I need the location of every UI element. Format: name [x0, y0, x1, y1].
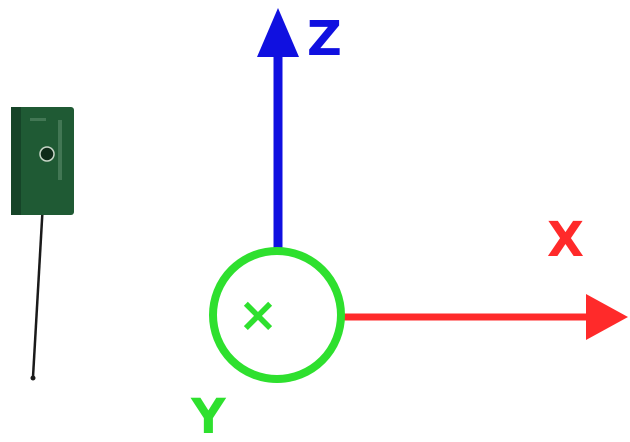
y-axis-label: Y: [190, 389, 227, 442]
z-axis-label: Z: [307, 11, 342, 67]
x-axis-label: X: [547, 212, 584, 268]
x-axis: X: [344, 212, 628, 340]
z-axis: Z: [257, 8, 342, 252]
antenna-connector: [39, 146, 55, 162]
y-axis-circle: [209, 247, 345, 383]
z-axis-arrowhead: [257, 8, 299, 57]
x-axis-arrowhead: [586, 294, 628, 340]
antenna-board-marking-2: [30, 118, 46, 121]
antenna-cable-end: [30, 375, 36, 381]
y-axis-direction-marker: ×: [238, 287, 278, 343]
y-axis: × Y: [190, 247, 345, 442]
antenna-board-marking: [58, 120, 62, 180]
antenna-board-shade: [11, 107, 21, 215]
antenna-icon: [11, 107, 74, 381]
